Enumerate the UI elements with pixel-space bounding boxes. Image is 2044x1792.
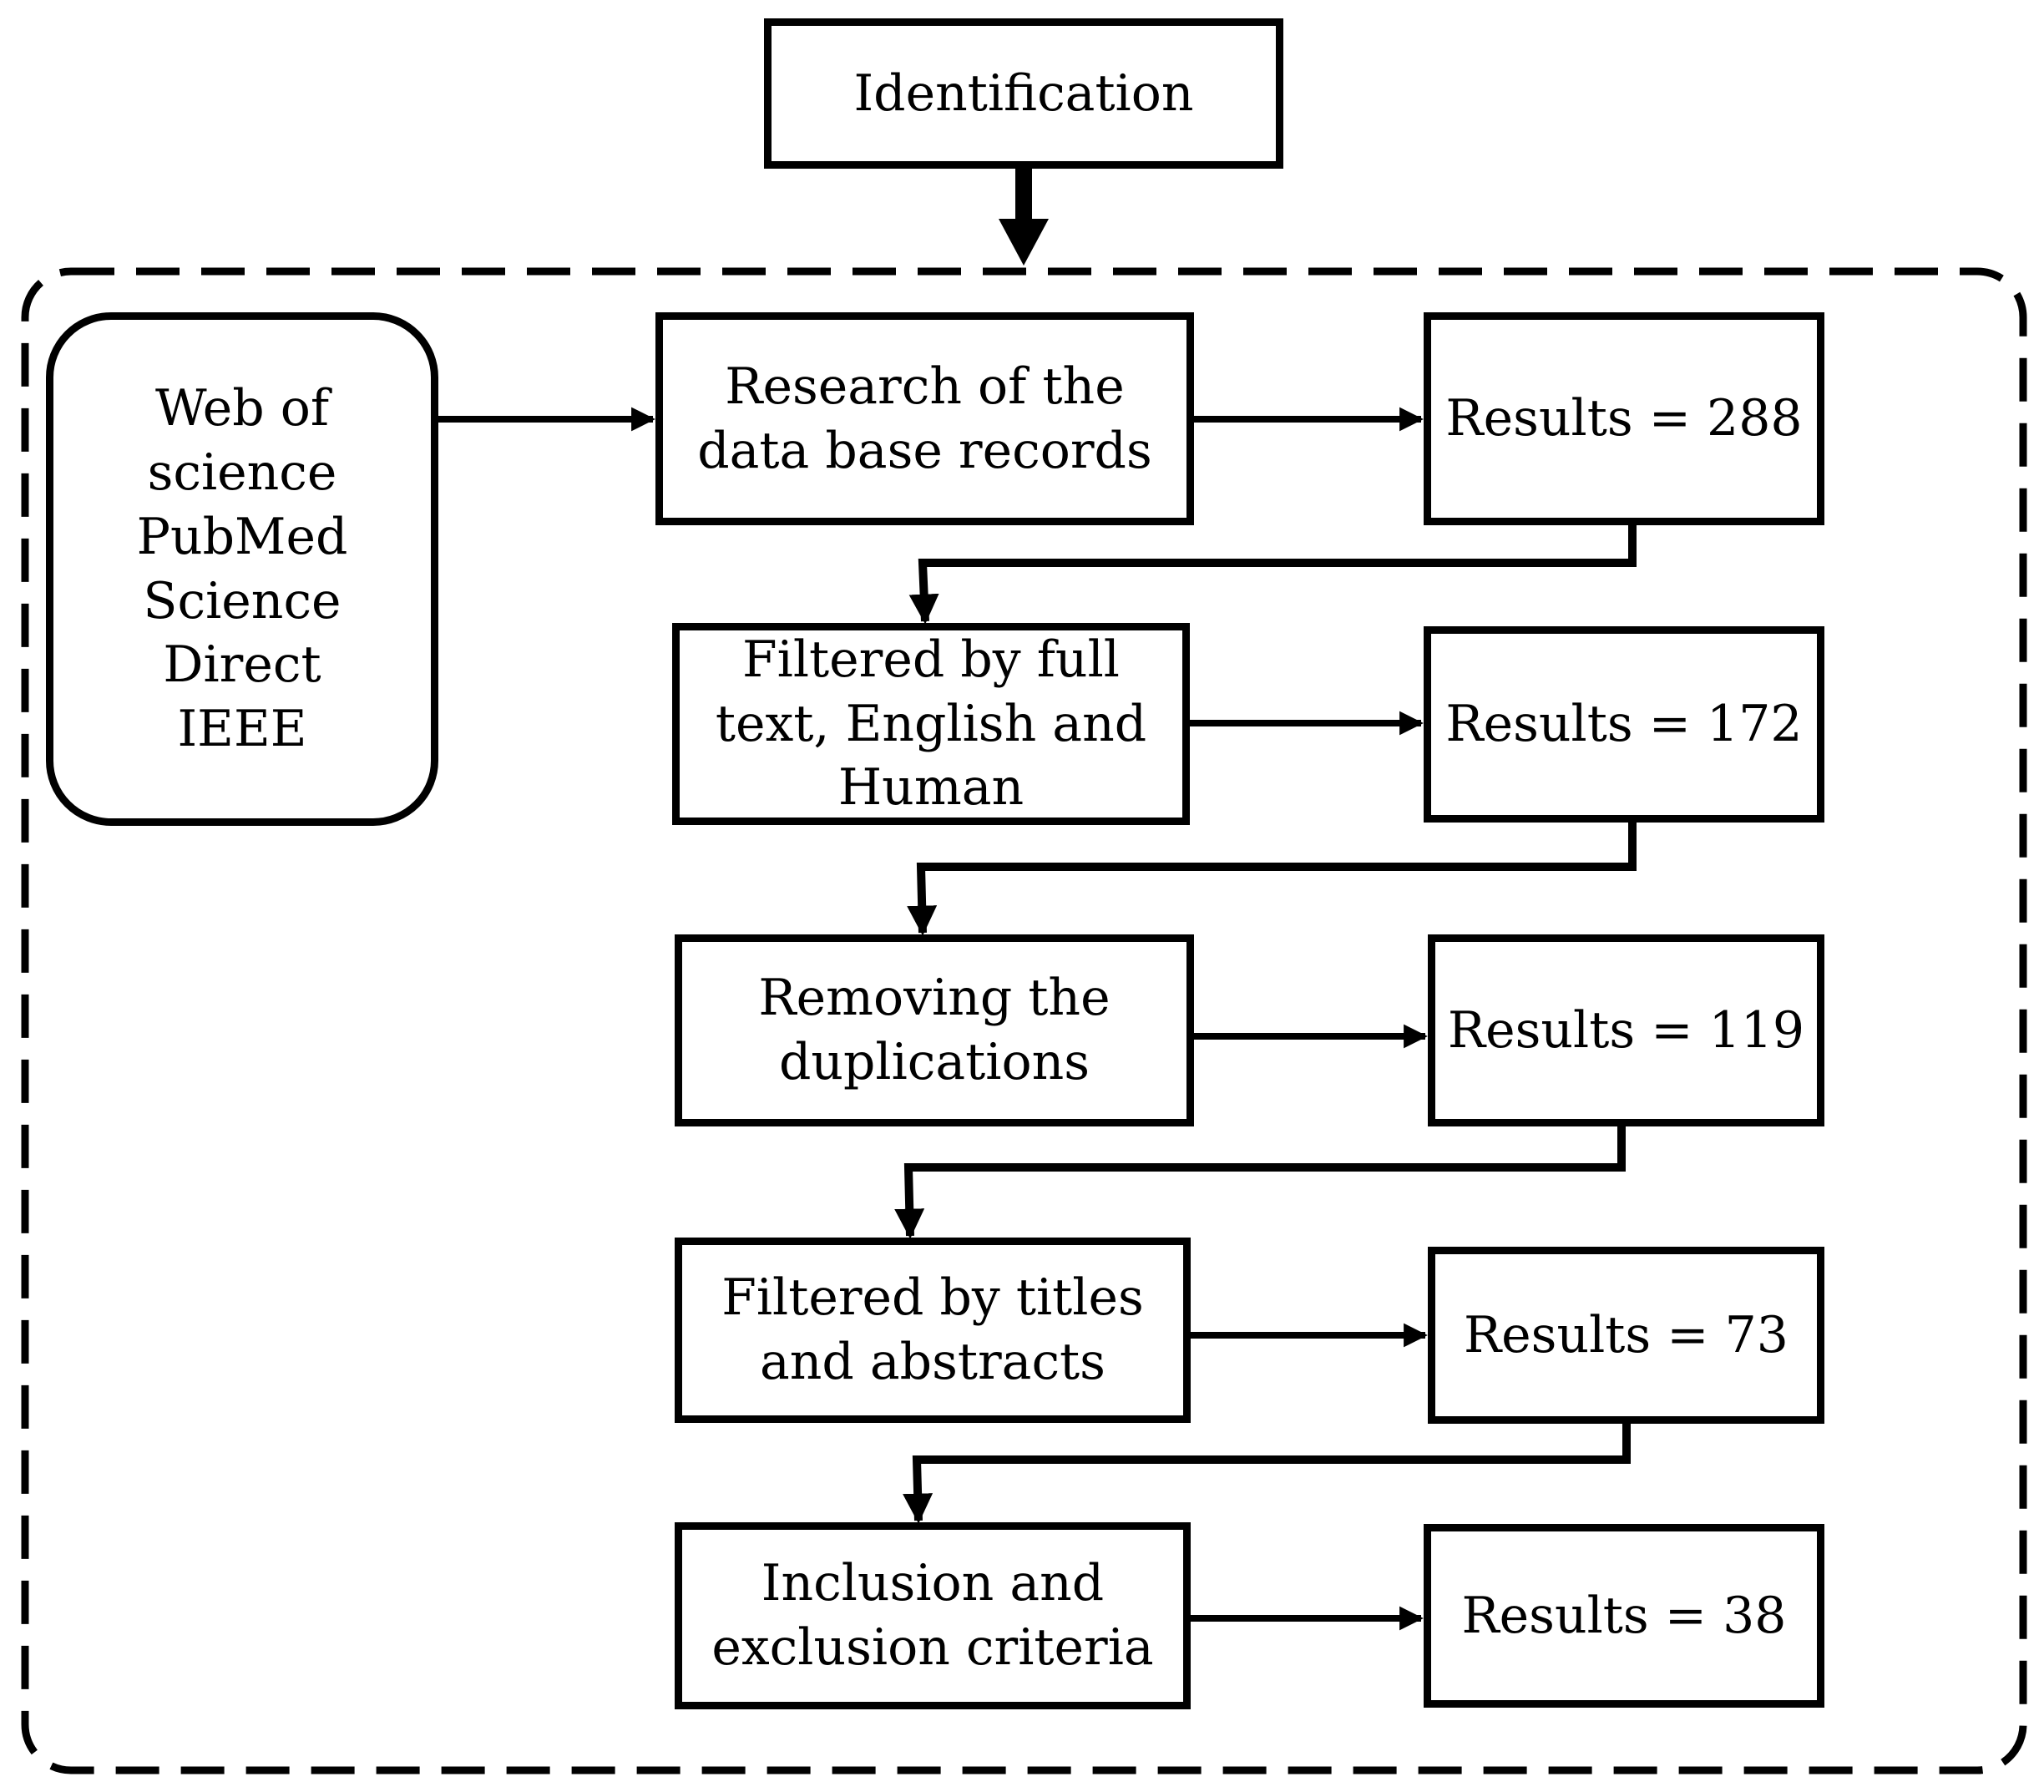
result-box: Results = 288 — [1424, 312, 1824, 525]
source-line: Science — [143, 571, 342, 630]
result-box: Results = 73 — [1428, 1247, 1824, 1424]
result-label: Results = 288 — [1445, 389, 1803, 448]
database-sources-box: Web of science PubMed Science Direct IEE… — [46, 312, 438, 826]
result-1-to-step-2-arrow — [908, 525, 1637, 625]
source-line: science — [147, 443, 337, 502]
screening-container — [21, 267, 2027, 1774]
result-label: Results = 119 — [1447, 1000, 1805, 1060]
result-2-to-step-3-arrow — [907, 823, 1637, 936]
step-label: Inclusion and exclusion criteria — [711, 1554, 1154, 1677]
result-3-to-step-4-arrow — [894, 1126, 1626, 1239]
result-label: Results = 73 — [1464, 1305, 1788, 1364]
step-label: Filtered by full text, English and Human — [715, 630, 1147, 818]
step-label: Research of the data base records — [697, 357, 1152, 480]
step-box-full-text-filter: Filtered by full text, English and Human — [672, 623, 1190, 825]
result-label: Results = 38 — [1461, 1586, 1787, 1645]
identification-label: Identification — [853, 63, 1194, 123]
step-box-remove-duplicates: Removing the duplications — [675, 934, 1194, 1126]
source-line: Direct — [163, 635, 321, 695]
step-label: Filtered by titles and abstracts — [721, 1268, 1144, 1391]
result-label: Results = 172 — [1445, 695, 1803, 754]
step-box-title-abstract-filter: Filtered by titles and abstracts — [675, 1238, 1191, 1423]
identification-arrow — [999, 169, 1049, 266]
result-box: Results = 119 — [1428, 934, 1824, 1126]
step-box-inclusion-exclusion: Inclusion and exclusion criteria — [675, 1522, 1191, 1709]
result-box: Results = 38 — [1424, 1524, 1824, 1708]
source-line: IEEE — [177, 700, 307, 759]
result-box: Results = 172 — [1424, 626, 1824, 823]
identification-box: Identification — [764, 18, 1283, 169]
source-line: Web of — [154, 379, 330, 438]
result-4-to-step-5-arrow — [903, 1424, 1631, 1524]
source-line: PubMed — [136, 507, 348, 566]
step-box-database-search: Research of the data base records — [655, 312, 1194, 525]
step-label: Removing the duplications — [758, 969, 1111, 1091]
database-sources-list: Web of science PubMed Science Direct IEE… — [137, 377, 348, 762]
